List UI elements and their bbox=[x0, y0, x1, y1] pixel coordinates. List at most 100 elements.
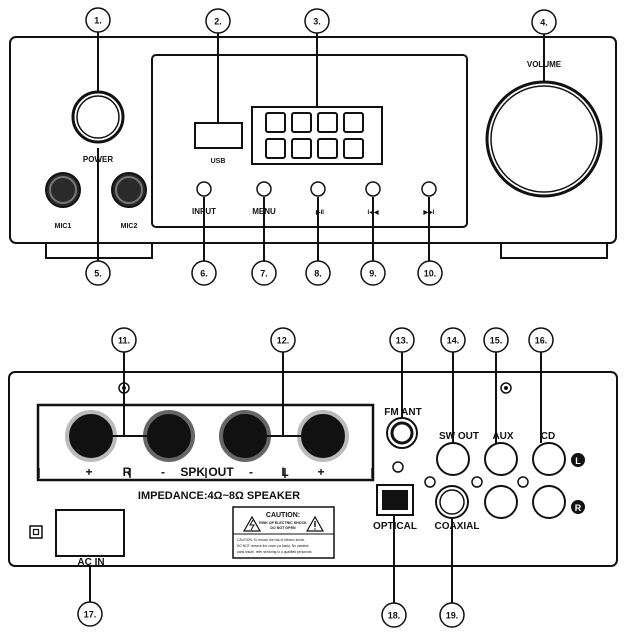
right-channel-badge bbox=[571, 500, 585, 514]
mic1-jack[interactable] bbox=[45, 172, 81, 208]
callout-17: 17. bbox=[77, 601, 103, 627]
svg-text:18.: 18. bbox=[388, 611, 401, 621]
led-display bbox=[251, 106, 383, 165]
caution-line-1: RISK OF ELECTRIC SHOCK bbox=[259, 521, 307, 525]
front-panel: POWER MIC1 MIC2 USB INPUT MENU bbox=[9, 7, 617, 286]
speaker-l-minus-terminal[interactable] bbox=[219, 410, 271, 462]
callout-16: 16. bbox=[528, 327, 554, 353]
svg-text:13.: 13. bbox=[396, 336, 409, 346]
plus-left-label: + bbox=[85, 465, 92, 479]
caution-label: CAUTION: RISK OF ELECTRIC SHOCK DO NOT O… bbox=[232, 506, 335, 559]
svg-text:10.: 10. bbox=[424, 269, 437, 279]
indicator-dot-4 bbox=[517, 476, 529, 488]
aux-label: AUX bbox=[492, 431, 513, 442]
left-channel-badge bbox=[571, 453, 585, 467]
callout-12: 12. bbox=[270, 327, 296, 353]
callout-10: 10. bbox=[417, 260, 443, 286]
sw-out-label: SW OUT bbox=[439, 431, 479, 442]
callout-1: 1. bbox=[85, 7, 111, 33]
usb-port[interactable] bbox=[194, 122, 243, 149]
cd-left-jack[interactable] bbox=[532, 442, 566, 476]
lightning-warning-icon bbox=[242, 515, 262, 532]
svg-text:14.: 14. bbox=[447, 336, 460, 346]
power-button[interactable] bbox=[71, 90, 125, 144]
next-button[interactable] bbox=[421, 181, 437, 197]
caution-line-2: DO NOT OPEN bbox=[270, 526, 296, 530]
ac-in-label: AC IN bbox=[77, 557, 104, 568]
svg-text:12.: 12. bbox=[277, 336, 290, 346]
callout-4: 4. bbox=[531, 9, 557, 35]
minus-right-label: - bbox=[249, 465, 253, 479]
svg-text:16.: 16. bbox=[535, 336, 548, 346]
rear-callouts: 11. 12. 13. 14. 15. 16. 17. 18. 19. bbox=[77, 327, 554, 628]
previous-button[interactable] bbox=[365, 181, 381, 197]
callout-11: 11. bbox=[111, 327, 137, 353]
svg-text:3.: 3. bbox=[313, 17, 321, 27]
front-leader-lines bbox=[97, 32, 545, 262]
front-callouts: 1. 2. 3. 4. 5. 6. 7. 8. 9. 10. bbox=[85, 7, 557, 286]
rear-leader-lines bbox=[89, 351, 542, 603]
callout-2: 2. bbox=[205, 8, 231, 34]
mic2-label: MIC2 bbox=[121, 223, 138, 230]
r-label: R bbox=[123, 465, 132, 479]
svg-text:19.: 19. bbox=[446, 611, 459, 621]
svg-text:8.: 8. bbox=[314, 269, 322, 279]
speaker-ticks bbox=[38, 468, 373, 478]
callout-8: 8. bbox=[305, 260, 331, 286]
callout-14: 14. bbox=[440, 327, 466, 353]
mic2-jack[interactable] bbox=[111, 172, 147, 208]
caution-body-3: parts inside, refer servicing to a quali… bbox=[237, 550, 312, 554]
svg-text:9.: 9. bbox=[369, 269, 377, 279]
cd-label: CD bbox=[541, 431, 555, 442]
plus-right-label: + bbox=[317, 465, 324, 479]
caution-body-1: CAUTION: To reduce the risk of electric … bbox=[237, 538, 305, 542]
svg-text:1.: 1. bbox=[94, 16, 102, 26]
svg-text:4.: 4. bbox=[540, 18, 548, 28]
indicator-dot-2 bbox=[424, 476, 436, 488]
menu-button[interactable] bbox=[256, 181, 272, 197]
callout-19: 19. bbox=[439, 602, 465, 628]
usb-label: USB bbox=[211, 158, 226, 165]
impedance-label: IMPEDANCE:4Ω~8Ω SPEAKER bbox=[138, 490, 300, 502]
play-pause-button[interactable] bbox=[310, 181, 326, 197]
rear-panel: + R - SPK OUT - L + IMPEDANCE:4Ω~8Ω SPEA… bbox=[8, 327, 618, 628]
speaker-r-plus-terminal[interactable] bbox=[65, 410, 117, 462]
volume-knob[interactable] bbox=[485, 80, 603, 198]
svg-text:2.: 2. bbox=[214, 17, 222, 27]
ac-in-socket[interactable] bbox=[55, 509, 125, 557]
aux-left-jack[interactable] bbox=[484, 442, 518, 476]
svg-text:15.: 15. bbox=[490, 336, 503, 346]
mic1-label: MIC1 bbox=[55, 223, 72, 230]
caution-title: CAUTION: bbox=[266, 512, 300, 519]
svg-text:5.: 5. bbox=[94, 269, 102, 279]
speaker-l-plus-terminal[interactable] bbox=[297, 410, 349, 462]
front-foot-right bbox=[500, 242, 608, 259]
r-badge-text: R bbox=[575, 503, 582, 513]
coaxial-jack[interactable] bbox=[435, 485, 469, 519]
sw-out-jack[interactable] bbox=[436, 442, 470, 476]
callout-3: 3. bbox=[304, 8, 330, 34]
svg-text:17.: 17. bbox=[84, 610, 97, 620]
caution-body-2: DO NOT remove the cover (or back). No us… bbox=[237, 544, 309, 548]
svg-text:11.: 11. bbox=[118, 336, 130, 346]
aux-right-jack[interactable] bbox=[484, 485, 518, 519]
callout-6: 6. bbox=[191, 260, 217, 286]
play-pause-icon: ▶II bbox=[315, 209, 324, 216]
callout-18: 18. bbox=[381, 602, 407, 628]
indicator-dot-3 bbox=[471, 476, 483, 488]
minus-left-label: - bbox=[161, 465, 165, 479]
coaxial-label: COAXIAL bbox=[435, 521, 480, 532]
cd-right-jack[interactable] bbox=[532, 485, 566, 519]
input-button[interactable] bbox=[196, 181, 212, 197]
callout-9: 9. bbox=[360, 260, 386, 286]
l-label: L bbox=[281, 465, 288, 479]
svg-text:7.: 7. bbox=[260, 269, 268, 279]
callout-5: 5. bbox=[85, 260, 111, 286]
svg-text:6.: 6. bbox=[200, 269, 208, 279]
callout-13: 13. bbox=[389, 327, 415, 353]
callout-15: 15. bbox=[483, 327, 509, 353]
indicator-dot-1 bbox=[392, 461, 404, 473]
speaker-r-minus-terminal[interactable] bbox=[143, 410, 195, 462]
spk-out-label: SPK OUT bbox=[180, 465, 234, 479]
